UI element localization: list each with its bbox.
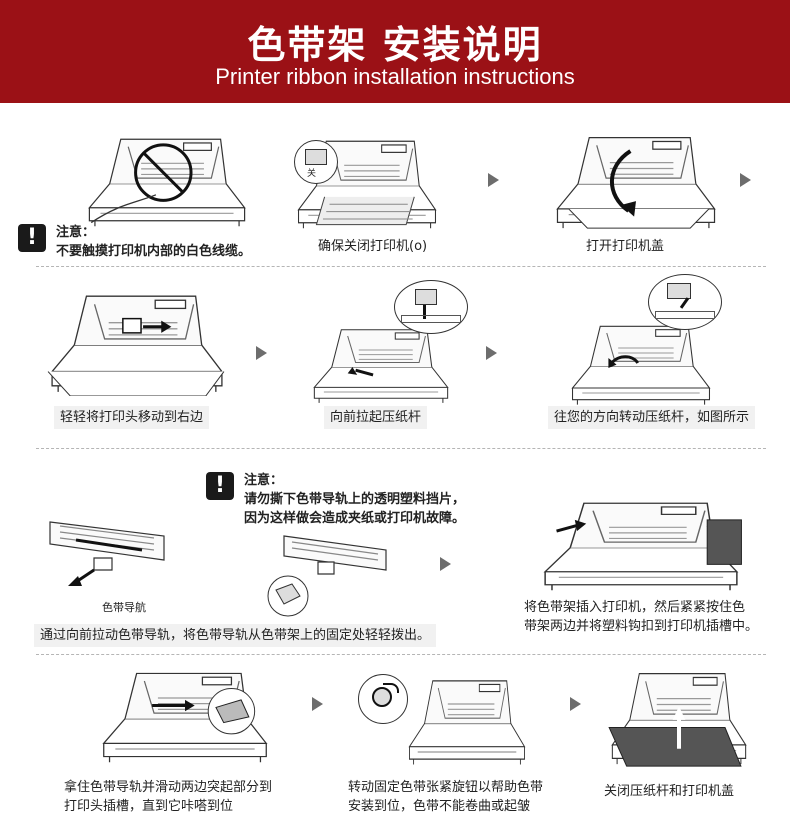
caption-step-pull-lever: 向前拉起压纸杆: [324, 406, 428, 429]
caption-step-remove-guide: 通过向前拉动色带导轨，将色带导轨从色带架上的固定处轻轻拨出。: [34, 624, 437, 647]
illustration-power-off: [297, 140, 437, 229]
triangle-right-icon: [570, 697, 581, 711]
triangle-right-icon: [488, 173, 499, 187]
power-off-label: 关: [307, 169, 317, 179]
caption-step-rotate-lever: 往您的方向转动压纸杆，如图所示: [548, 406, 756, 429]
triangle-right-icon: [312, 697, 323, 711]
illustration-move-print-head: [44, 295, 230, 396]
illustration-ribbon-cartridge: [262, 534, 392, 618]
triangle-right-icon: [486, 346, 497, 360]
knob-detail-circle: [358, 674, 408, 724]
warning-line-2: 因为这样做会造成夹纸或打印机故障。: [244, 511, 466, 526]
divider: [36, 266, 766, 267]
illustration-pull-paper-lever: [313, 329, 449, 404]
ribbon-guide-label: 色带导航: [102, 598, 146, 617]
divider: [36, 654, 766, 655]
illustration-turn-knob: [408, 680, 526, 766]
illustration-open-cover: [556, 137, 716, 229]
caption-step-move-head: 轻轻将打印头移动到右边: [54, 406, 210, 429]
illustration-close-cover: [606, 673, 747, 768]
caption-step-open-cover: 打开打印机盖: [586, 237, 665, 256]
guide-detail-circle: [208, 689, 254, 734]
prohibition-icon: [136, 145, 191, 201]
warning-title: 注意：: [56, 225, 96, 240]
page-subtitle: Printer ribbon installation instructions: [215, 64, 575, 89]
illustration-insert-cartridge: [544, 502, 746, 592]
warning-text: 不要触摸打印机内部的白色线缆。: [56, 244, 252, 259]
page-title: 色带架 安装说明: [247, 23, 543, 67]
ribbon-guide-detail-circle: [268, 576, 308, 616]
lever-rotate-detail-circle: [648, 274, 722, 330]
caption-step-turn-knob: 转动固定色带张紧旋钮以帮助色带 安装到位，色带不能卷曲或起皱: [348, 778, 608, 816]
illustration-rotate-paper-lever: [571, 325, 711, 406]
triangle-right-icon: [740, 173, 751, 187]
power-switch-detail: 关: [294, 140, 338, 184]
caption-step-close-cover: 关闭压纸杆和打印机盖: [604, 782, 735, 801]
triangle-right-icon: [256, 346, 267, 360]
illustration-slide-guide: [103, 672, 267, 763]
triangle-right-icon: [440, 557, 451, 571]
caption-step-power-off: 确保关闭打印机(o): [318, 237, 428, 256]
exclamation-icon: !: [206, 472, 234, 500]
illustration-no-touch-cable: [88, 138, 246, 227]
header-banner: 色带架 安装说明 Printer ribbon installation ins…: [0, 0, 790, 103]
warning-line-1: 请勿撕下色带导轨上的透明塑料挡片，: [244, 492, 466, 507]
warning-title: 注意：: [244, 473, 284, 488]
exclamation-icon: !: [18, 224, 46, 252]
caption-step-insert-cartridge: 将色带架插入打印机，然后紧紧按住色 带架两边并将塑料钩扣到打印机插槽中。: [524, 598, 780, 636]
lever-detail-circle: [394, 280, 468, 334]
illustration-ribbon-guide: [46, 514, 170, 586]
divider: [36, 448, 766, 449]
caption-step-slide-guide: 拿住色带导轨并滑动两边突起部分到 打印头插槽，直到它咔嗒到位: [64, 778, 324, 816]
